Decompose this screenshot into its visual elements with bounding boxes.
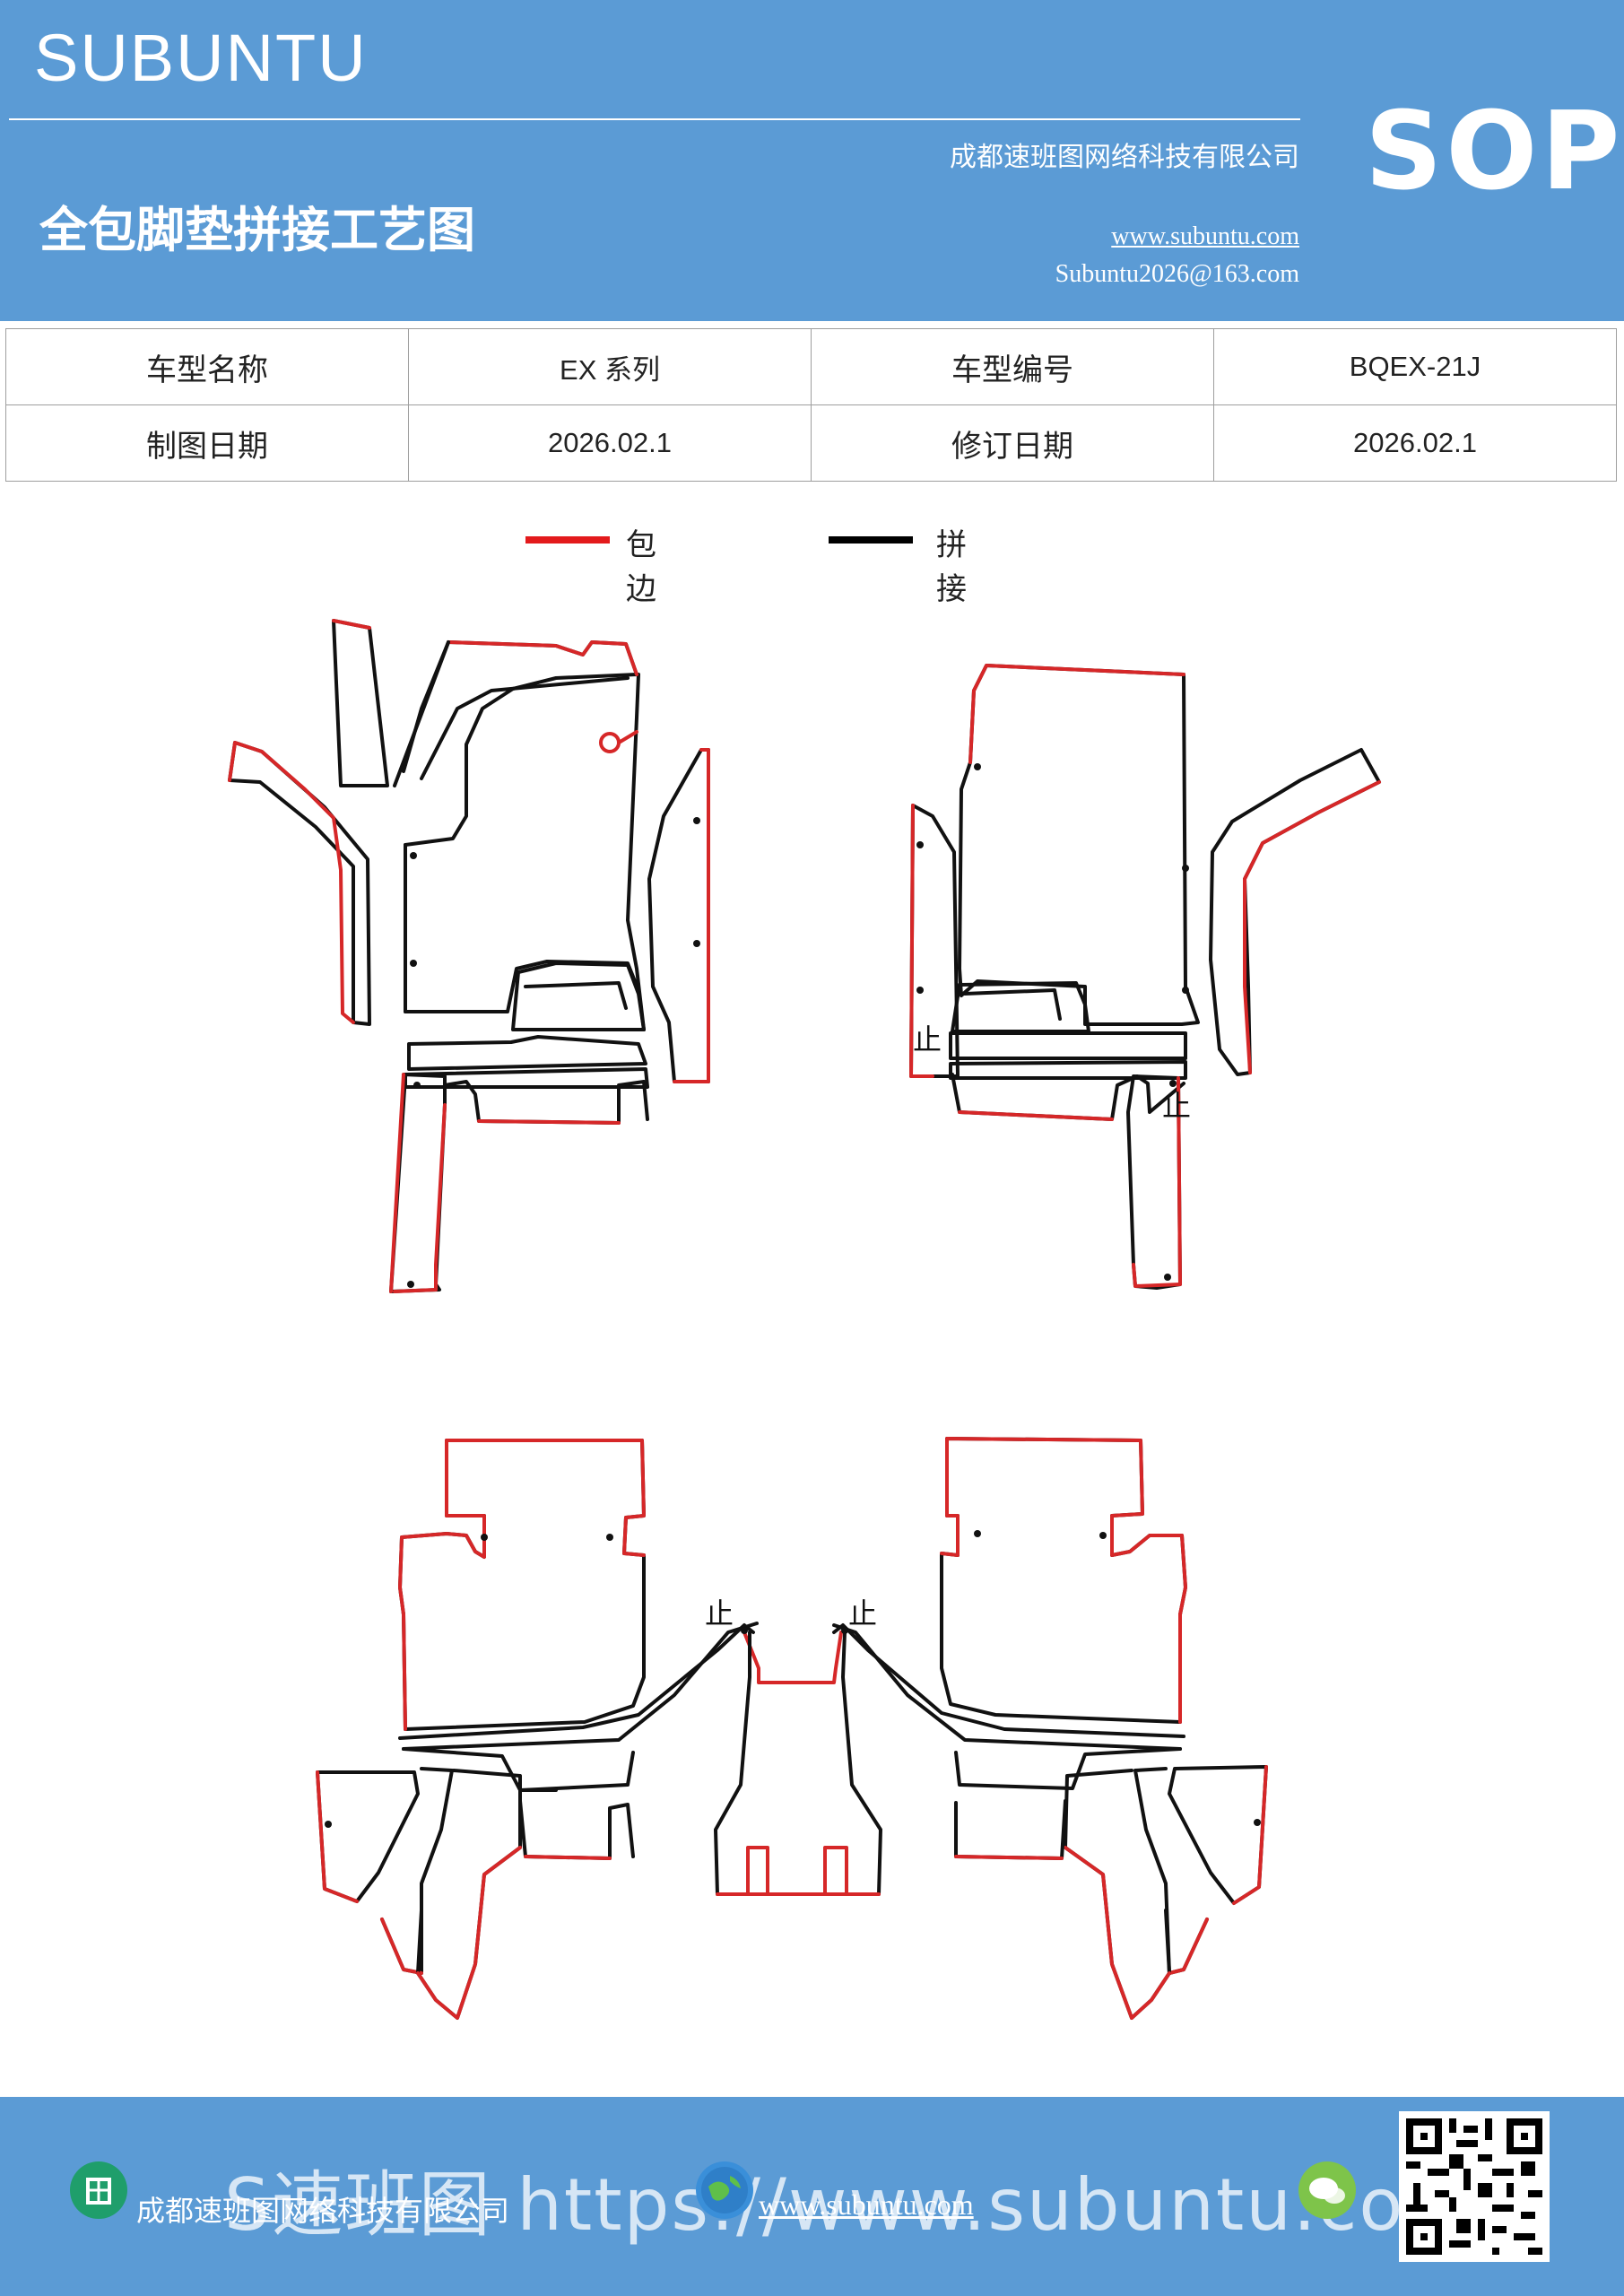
header-banner — [0, 0, 1624, 321]
sill-piece-right — [949, 1031, 1187, 1060]
stop-mark: 止 — [1162, 1089, 1191, 1123]
revision-date-label: 修订日期 — [811, 404, 1214, 482]
rear-right-mat-group — [832, 1437, 1268, 2020]
rear-mat-right — [940, 1437, 1187, 1724]
header-divider — [9, 118, 1300, 120]
brand-name: SUBUNTU — [34, 21, 368, 95]
legend-swatch-red — [525, 536, 610, 544]
legend-label: 拼接 — [936, 527, 967, 607]
building-icon — [86, 2178, 111, 2205]
chat-bubble-icon — [1309, 2178, 1345, 2204]
side-strip-left — [647, 748, 710, 1083]
tunnel-center-bottom — [714, 1631, 882, 1896]
stop-mark: 止 — [705, 1596, 734, 1631]
heel-pad — [511, 961, 646, 1031]
stop-mark: 止 — [913, 1022, 942, 1057]
footer-website-link[interactable]: www.subuntu.com — [759, 2188, 974, 2221]
curved-strip-right — [1209, 748, 1381, 1076]
model-name-value: EX 系列 — [408, 328, 812, 405]
sop-badge: SOP — [1365, 90, 1624, 214]
email-address: Subuntu2026@163.com — [1055, 260, 1299, 288]
document-title: 全包脚垫拼接工艺图 — [39, 201, 475, 258]
model-name-label: 车型名称 — [5, 328, 409, 405]
company-icon — [70, 2161, 127, 2219]
rear-wedge-right — [1168, 1765, 1268, 1905]
rear-wedge-left — [316, 1770, 420, 1903]
wechat-icon — [1298, 2161, 1356, 2219]
front-left-mat-group — [228, 619, 710, 1293]
company-name: 成都速班图网络科技有限公司 — [950, 142, 1299, 173]
qr-code — [1399, 2111, 1550, 2262]
strip-piece — [332, 619, 389, 787]
legend-swatch-black — [829, 536, 913, 544]
sill-piece — [407, 1035, 647, 1071]
website-link[interactable]: www.subuntu.com — [1111, 222, 1299, 250]
globe-icon — [696, 2161, 753, 2219]
legend-label: 包边 — [626, 527, 656, 607]
model-code-value: BQEX-21J — [1213, 328, 1617, 405]
floor-mat-diagram: 止 止 止 止 — [228, 619, 1381, 2020]
rear-mat-left — [398, 1439, 646, 1731]
draw-date-value: 2026.02.1 — [408, 404, 812, 482]
table-row: 车型名称 EX 系列 车型编号 BQEX-21J — [5, 328, 1617, 405]
vehicle-info-table: 车型名称 EX 系列 车型编号 BQEX-21J 制图日期 2026.02.1 … — [5, 328, 1617, 482]
footer-company-name: 成都速班图网络科技有限公司 — [136, 2194, 510, 2228]
tunnel-center-top — [743, 1631, 843, 1684]
rear-left-mat-group — [316, 1439, 882, 2020]
footer-watermark: S速班图 https://www.subuntu.com — [224, 2163, 1477, 2247]
main-mat-right — [958, 664, 1200, 1026]
model-code-label: 车型编号 — [811, 328, 1214, 405]
front-right-mat-group — [909, 664, 1381, 1290]
revision-date-value: 2026.02.1 — [1213, 404, 1617, 482]
qr-code-graphic — [1399, 2111, 1550, 2262]
stop-mark: 止 — [848, 1596, 877, 1631]
globe-graphic — [701, 2167, 748, 2213]
table-row: 制图日期 2026.02.1 修订日期 2026.02.1 — [5, 404, 1617, 482]
draw-date-label: 制图日期 — [5, 404, 409, 482]
hook-circle — [599, 732, 621, 753]
